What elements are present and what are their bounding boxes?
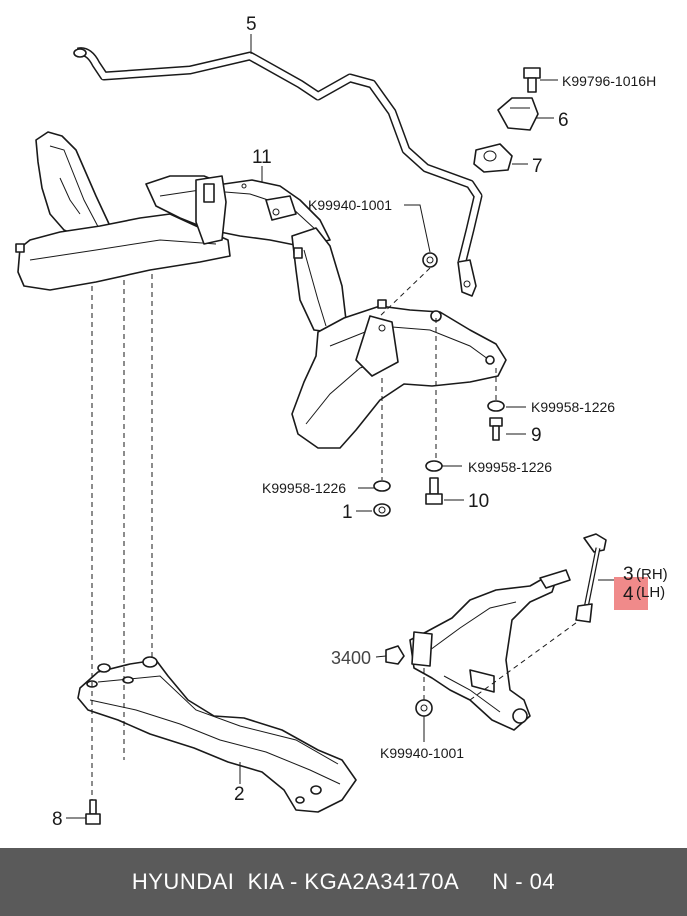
label-4-suffix: (LH) bbox=[636, 584, 665, 601]
label-2: 2 bbox=[234, 784, 245, 805]
label-k99958-1226-left: K99958-1226 bbox=[262, 480, 346, 496]
footer-bar: HYUNDAI KIA - KGA2A34170A N - 04 bbox=[0, 848, 687, 916]
lower-arm bbox=[409, 569, 571, 731]
label-5: 5 bbox=[246, 14, 257, 35]
label-1: 1 bbox=[342, 502, 353, 523]
nut-1001-top-icon bbox=[422, 252, 438, 268]
label-8: 8 bbox=[52, 809, 63, 830]
label-11: 11 bbox=[252, 147, 272, 168]
alignment-lines bbox=[91, 267, 581, 800]
bracket-6-icon bbox=[497, 97, 539, 131]
washer-1-icon bbox=[373, 480, 391, 517]
label-k99958-1226-lower: K99958-1226 bbox=[468, 459, 552, 475]
label-3: 3 bbox=[623, 564, 634, 585]
label-3-suffix: (RH) bbox=[636, 566, 668, 583]
washer-9-icon bbox=[487, 400, 505, 441]
bushing-3400-icon bbox=[385, 645, 405, 665]
footer-page: N - 04 bbox=[492, 869, 556, 894]
label-10: 10 bbox=[468, 491, 489, 512]
label-3400: 3400 bbox=[331, 648, 371, 668]
bushing-7-icon bbox=[473, 143, 513, 173]
stabilizer-link bbox=[575, 533, 607, 623]
label-k99796-1016h: K99796-1016H bbox=[562, 73, 656, 89]
washer-10-icon bbox=[425, 460, 443, 505]
highlight-marker bbox=[614, 577, 648, 610]
label-7: 7 bbox=[532, 156, 543, 177]
callout-labels: 5 11 K99796-1016H 6 7 K99940-1001 K99958… bbox=[52, 14, 668, 830]
subframe bbox=[77, 656, 357, 813]
label-k99958-1226-upper: K99958-1226 bbox=[531, 399, 615, 415]
stabilizer-bar bbox=[73, 47, 483, 297]
label-6: 6 bbox=[558, 110, 569, 131]
footer-brand: HYUNDAI KIA - KGA2A34170A bbox=[131, 869, 460, 894]
bolt-8-icon bbox=[85, 799, 101, 825]
nut-1001-bottom-icon bbox=[415, 699, 433, 717]
label-k99940-1001-bottom: K99940-1001 bbox=[380, 745, 464, 761]
footer-spacer bbox=[459, 869, 492, 895]
bolt-icon bbox=[523, 67, 541, 93]
parts-diagram: 5 11 K99796-1016H 6 7 K99940-1001 K99958… bbox=[15, 14, 668, 830]
leader-lines bbox=[66, 34, 624, 819]
label-4: 4 bbox=[623, 584, 634, 605]
crossmember bbox=[15, 131, 507, 449]
label-k99940-1001-top: K99940-1001 bbox=[308, 197, 392, 213]
label-9: 9 bbox=[531, 425, 542, 446]
